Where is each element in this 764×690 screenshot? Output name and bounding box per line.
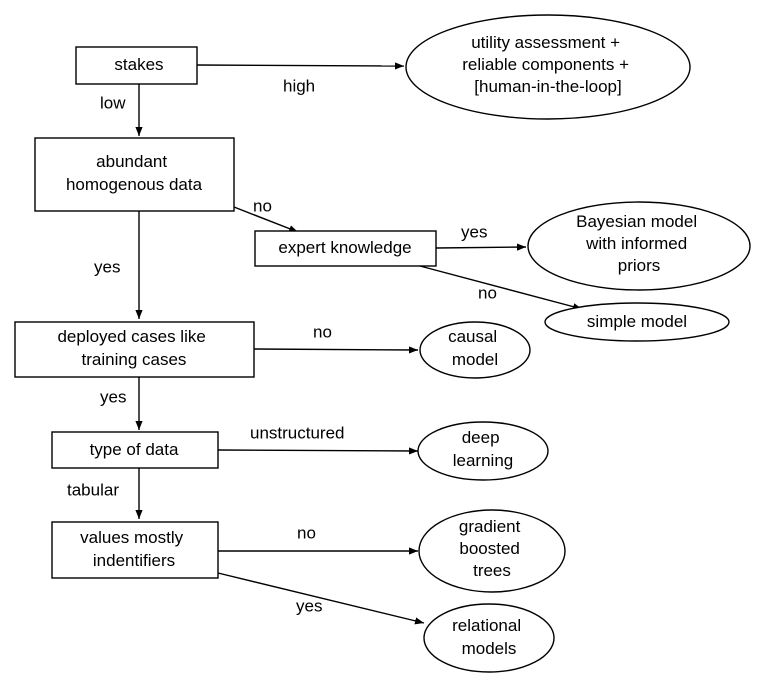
node-expert-knowledge: expert knowledge <box>254 230 437 267</box>
node-expert-knowledge-line: expert knowledge <box>278 238 411 257</box>
node-values-identifiers: values mostly indentifiers <box>51 521 219 579</box>
node-gradient-line-3: trees <box>473 561 511 580</box>
svg-text:abundant homogenous data: abundant homogenous data <box>66 152 203 194</box>
node-simple-model: simple model <box>544 302 730 342</box>
edge-label-stakes-high: high <box>283 76 315 95</box>
node-deployed-cases-line-2: training cases <box>82 350 187 369</box>
edge-label-expert-no: no <box>478 283 497 302</box>
svg-text:Bayesian model with info: Bayesian model with informed priors <box>576 212 702 275</box>
svg-text:relational models: relational models <box>452 616 526 658</box>
node-abundant-data-line-1: abundant <box>96 152 167 171</box>
node-type-of-data-line: type of data <box>90 440 179 459</box>
edge-label-type-unstructured: unstructured <box>250 423 345 442</box>
node-deep-learning-line-2: learning <box>453 451 514 470</box>
edge-label-type-tabular: tabular <box>67 480 119 499</box>
edge-label-expert-yes: yes <box>461 222 487 241</box>
edge-expert-to-simple <box>419 265 583 311</box>
edge-label-deployed-yes: yes <box>100 387 126 406</box>
svg-text:utility assessment + rel: utility assessment + reliable components… <box>462 33 634 96</box>
node-gradient-line-2: boosted <box>459 539 520 558</box>
svg-text:deep learning: deep learning <box>453 428 514 470</box>
node-stakes-line: stakes <box>114 55 163 74</box>
node-causal-line-1: causal <box>448 327 497 346</box>
edge-label-stakes-low: low <box>100 93 126 112</box>
node-relational-line-1: relational <box>452 616 521 635</box>
edge-label-values-no: no <box>297 523 316 542</box>
svg-text:gradient boosted t: gradient boosted trees <box>459 517 525 580</box>
node-deployed-cases: deployed cases like training cases <box>14 321 255 378</box>
node-utility-line-3: [human-in-the-loop] <box>474 77 621 96</box>
edge-stakes-to-utility <box>196 62 405 70</box>
node-bayesian-model: Bayesian model with informed priors <box>527 201 751 291</box>
node-utility-assessment: utility assessment + reliable components… <box>405 14 691 120</box>
svg-text:values mostly indentifie: values mostly indentifiers <box>80 528 188 570</box>
edge-type-to-deep <box>217 447 419 455</box>
edge-label-data-yes: yes <box>94 257 120 276</box>
node-gradient-boosted: gradient boosted trees <box>418 509 566 593</box>
svg-text:expert knowledge: expert knowledge <box>278 238 411 257</box>
edge-label-values-yes: yes <box>296 596 322 615</box>
node-stakes: stakes <box>75 46 198 85</box>
svg-text:deployed cases like trai: deployed cases like training cases <box>57 327 210 369</box>
node-type-of-data: type of data <box>51 431 219 469</box>
node-deep-learning: deep learning <box>417 421 549 481</box>
node-simple-model-line: simple model <box>587 312 687 331</box>
node-values-identifiers-line-1: values mostly <box>80 528 183 547</box>
node-gradient-line-1: gradient <box>459 517 521 536</box>
edge-label-deployed-no: no <box>313 322 332 341</box>
edge-label-data-no: no <box>253 196 272 215</box>
node-deployed-cases-line-1: deployed cases like <box>57 327 205 346</box>
node-deep-learning-line-1: deep <box>462 428 500 447</box>
node-utility-line-2: reliable components + <box>462 55 629 74</box>
svg-text:type of data: type of data <box>90 440 179 459</box>
node-relational-models: relational models <box>423 603 555 673</box>
edge-deployed-to-causal <box>253 346 419 354</box>
svg-text:causal model: causal model <box>448 327 502 369</box>
node-bayesian-line-1: Bayesian model <box>576 212 697 231</box>
edge-abundant-to-expert <box>233 206 299 233</box>
edge-values-to-relational <box>217 572 425 625</box>
svg-text:simple model: simple model <box>587 312 687 331</box>
node-abundant-data-line-2: homogenous data <box>66 175 203 194</box>
node-abundant-data: abundant homogenous data <box>34 137 235 212</box>
node-bayesian-line-3: priors <box>618 256 661 275</box>
node-bayesian-line-2: with informed <box>585 234 687 253</box>
node-causal-model: causal model <box>419 321 531 379</box>
node-causal-line-2: model <box>452 350 498 369</box>
node-relational-line-2: models <box>462 639 517 658</box>
node-utility-line-1: utility assessment + <box>471 33 620 52</box>
node-values-identifiers-line-2: indentifiers <box>93 551 175 570</box>
edge-expert-to-bayesian <box>435 243 527 251</box>
svg-text:stakes: stakes <box>114 55 163 74</box>
